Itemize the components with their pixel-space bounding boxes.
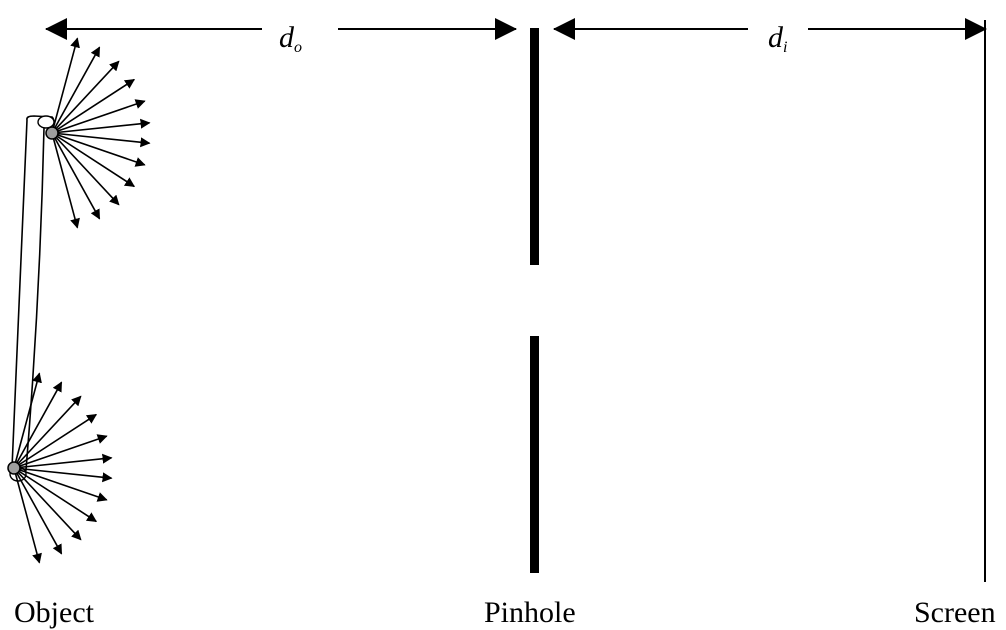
bottom-ray-2 <box>13 467 63 555</box>
top-ray-9 <box>51 78 136 134</box>
bottom-ray-7 <box>13 453 113 469</box>
bottom-ray-6 <box>13 467 113 483</box>
top-ray-2 <box>51 132 101 220</box>
bottom-ray-11 <box>13 381 63 469</box>
bottom-ray-1 <box>13 467 42 564</box>
top-ray-11 <box>51 46 101 134</box>
object-stick <box>10 115 55 481</box>
bottom-ray-10 <box>13 395 82 469</box>
bottom-ray-8 <box>13 434 108 469</box>
bottom-ray-12 <box>13 372 42 469</box>
top-ray-fan <box>51 37 151 229</box>
top-ray-12 <box>51 37 80 134</box>
object-distance-subscript: o <box>294 39 302 56</box>
top-ray-7 <box>51 118 151 134</box>
barrier-upper <box>530 28 539 265</box>
bottom-ray-4 <box>13 467 98 523</box>
barrier-lower <box>530 336 539 573</box>
top-source-point <box>45 126 59 140</box>
bottom-source-point <box>7 461 21 475</box>
screen-label: Screen <box>914 596 996 629</box>
pinhole-barrier <box>530 28 539 573</box>
pinhole-label: Pinhole <box>484 596 576 629</box>
bottom-ray-5 <box>13 467 108 502</box>
image-distance-subscript: i <box>783 39 787 56</box>
object-distance-dimension: do <box>45 18 517 56</box>
top-ray-3 <box>51 132 120 206</box>
top-ray-8 <box>51 99 146 134</box>
top-ray-5 <box>51 132 146 167</box>
image-distance-dimension: di <box>553 18 987 56</box>
object-distance-symbol: d <box>279 21 295 54</box>
image-distance-label: di <box>768 21 787 56</box>
object-stick-top-end <box>37 115 55 129</box>
top-ray-1 <box>51 132 80 229</box>
bottom-ray-9 <box>13 413 98 469</box>
object-distance-label: do <box>279 21 302 56</box>
bottom-ray-fan <box>13 372 113 564</box>
top-ray-6 <box>51 132 151 148</box>
top-ray-10 <box>51 60 120 134</box>
bottom-ray-3 <box>13 467 82 541</box>
object-label: Object <box>14 596 95 629</box>
top-ray-4 <box>51 132 136 188</box>
image-distance-symbol: d <box>768 21 784 54</box>
